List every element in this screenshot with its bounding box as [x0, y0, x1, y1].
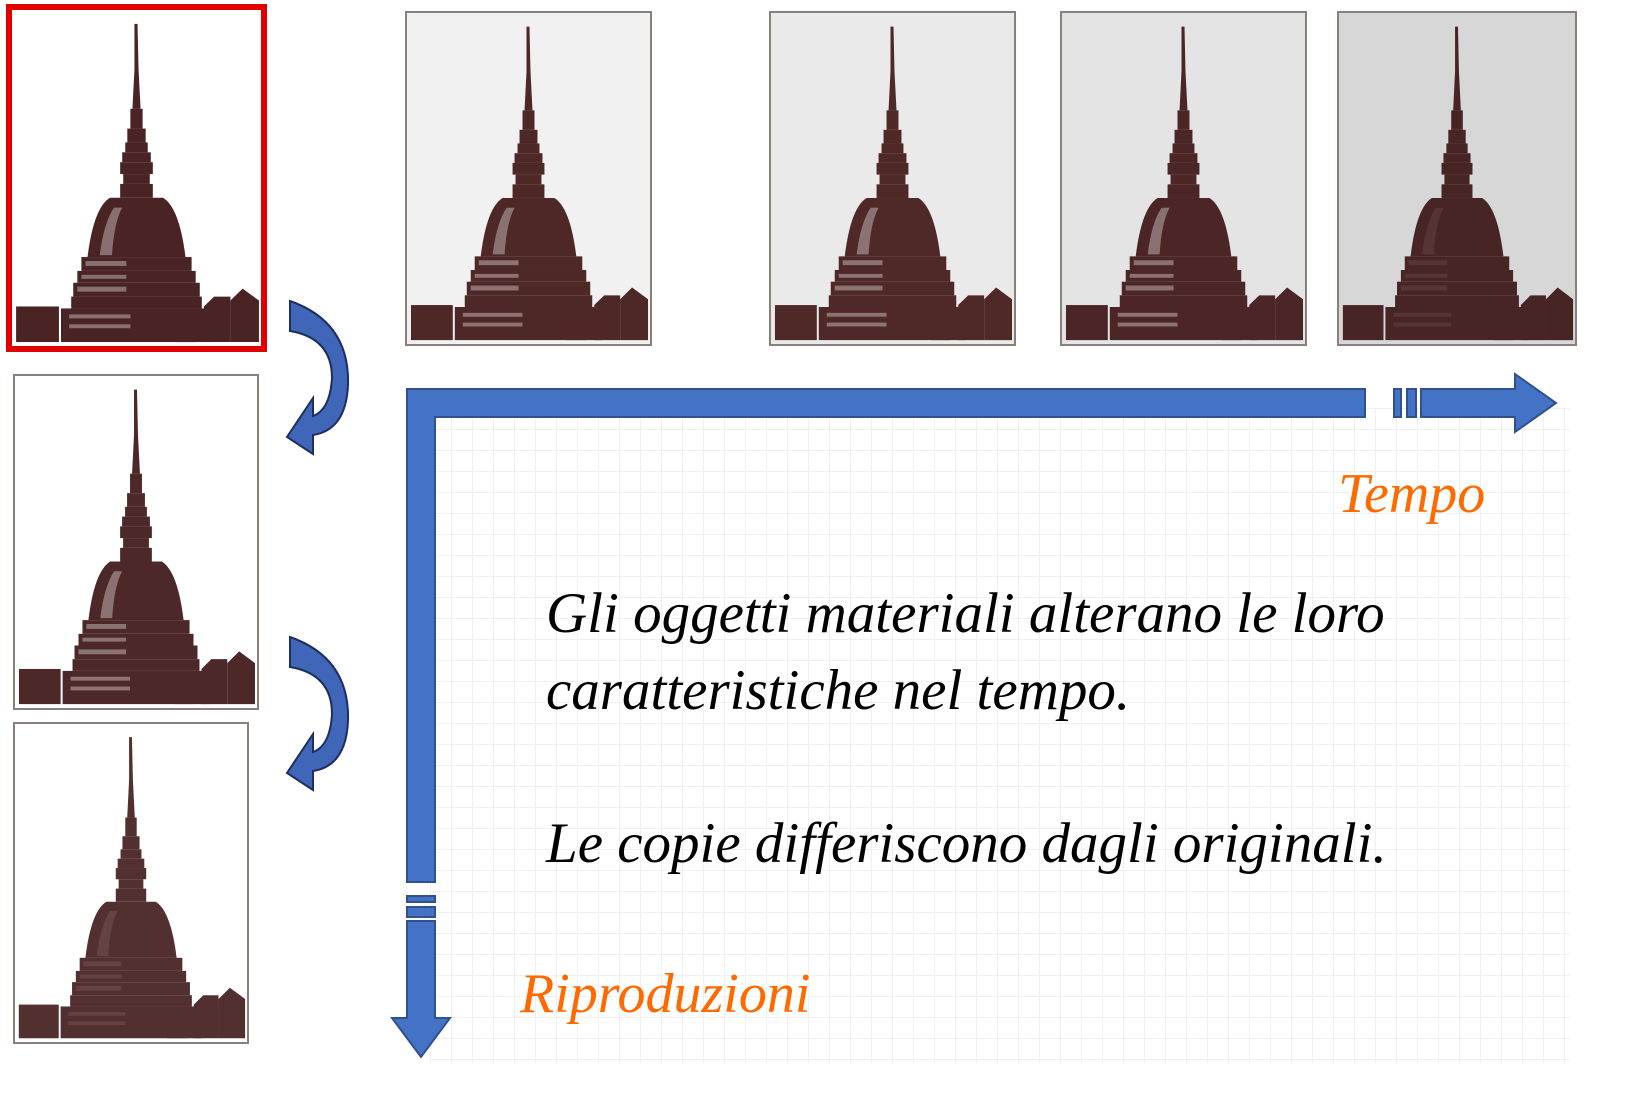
time-axis-label: Tempo	[1338, 463, 1486, 525]
mole-antonelliana-icon	[771, 13, 1014, 344]
statement-line-2: caratteristiche nel tempo.	[546, 659, 1131, 722]
aged-photo-1	[405, 11, 652, 346]
statement-line-3: Le copie differiscono dagli originali.	[546, 812, 1387, 875]
aged-photo-3	[1060, 11, 1307, 346]
aged-photo-4	[1337, 11, 1577, 346]
statement-line-1: Gli oggetti materiali alterano le loro	[546, 582, 1385, 645]
original-photo	[6, 4, 267, 352]
reproduction-photo-2	[13, 722, 249, 1044]
grid-background	[430, 408, 1570, 1063]
mole-antonelliana-icon	[12, 10, 261, 346]
reproduction-photo-1	[13, 374, 259, 710]
down-arrow-icon	[390, 895, 452, 1059]
mole-antonelliana-icon	[407, 13, 650, 344]
aged-photo-2	[769, 11, 1016, 346]
mole-antonelliana-icon	[1062, 13, 1305, 344]
mole-antonelliana-icon	[15, 724, 247, 1042]
mole-antonelliana-icon	[1339, 13, 1575, 344]
curved-down-arrow-icon	[285, 635, 350, 792]
right-arrow-icon	[406, 372, 1558, 883]
mole-antonelliana-icon	[15, 376, 257, 708]
curved-down-arrow-icon	[285, 299, 350, 456]
reproductions-axis-label: Riproduzioni	[520, 963, 811, 1025]
